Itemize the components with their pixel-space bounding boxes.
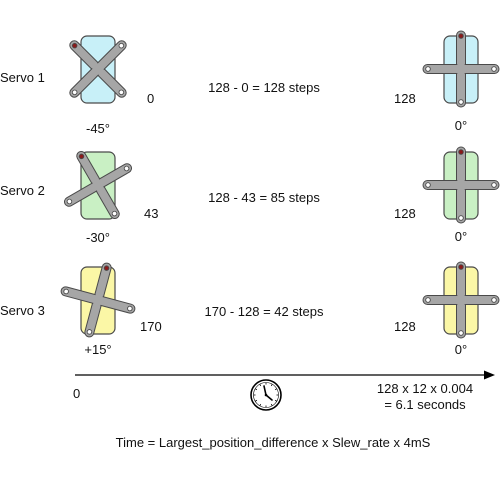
servo-2-end-horn xyxy=(422,146,500,224)
servo-3-start xyxy=(60,262,136,338)
servo-2-calculation: 128 - 43 = 85 steps xyxy=(208,190,320,205)
timeline-arrowhead xyxy=(484,370,495,380)
servo-1-start-position: 0 xyxy=(147,91,155,106)
servo-2-label: Servo 2 xyxy=(0,183,45,198)
servo-1-end-position: 128 xyxy=(394,91,416,106)
servo-2-end-position: 128 xyxy=(394,206,416,221)
servo-1-start xyxy=(69,35,127,104)
servo-3-end xyxy=(422,261,500,339)
servo-1-end-angle: 0° xyxy=(454,118,468,133)
servo-2-start-position: 43 xyxy=(144,206,159,221)
servo-1-label: Servo 1 xyxy=(0,70,45,85)
timeline-end-result: = 6.1 seconds xyxy=(384,397,466,412)
servo-2-end-angle: 0° xyxy=(454,229,468,244)
servo-2-start-horn xyxy=(63,150,133,220)
timeline-start-label: 0 xyxy=(73,386,81,401)
servo-1-end-horn xyxy=(422,30,500,108)
timeline-end-calculation: 128 x 12 x 0.004 xyxy=(376,381,474,396)
servo-3-calculation: 170 - 128 = 42 steps xyxy=(204,304,324,319)
servo-2-end xyxy=(422,146,500,224)
time-formula: Time = Largest_position_difference x Sle… xyxy=(115,435,431,450)
clock-icon xyxy=(250,379,282,411)
servo-1-end xyxy=(422,30,500,108)
servo-1-start-angle: -45° xyxy=(86,121,110,136)
servo-3-start-angle: +15° xyxy=(84,342,112,357)
servo-1-calculation: 128 - 0 = 128 steps xyxy=(208,80,320,95)
servo-3-start-position: 170 xyxy=(140,319,162,334)
servo-3-end-position: 128 xyxy=(394,319,416,334)
servo-3-end-angle: 0° xyxy=(454,342,468,357)
servo-3-end-horn xyxy=(422,261,500,339)
servo-3-label: Servo 3 xyxy=(0,303,45,318)
servo-2-start-angle: -30° xyxy=(86,230,110,245)
servo-1-start-horn xyxy=(69,40,127,98)
servo-3-start-horn xyxy=(60,262,136,338)
servo-2-start xyxy=(63,150,133,220)
